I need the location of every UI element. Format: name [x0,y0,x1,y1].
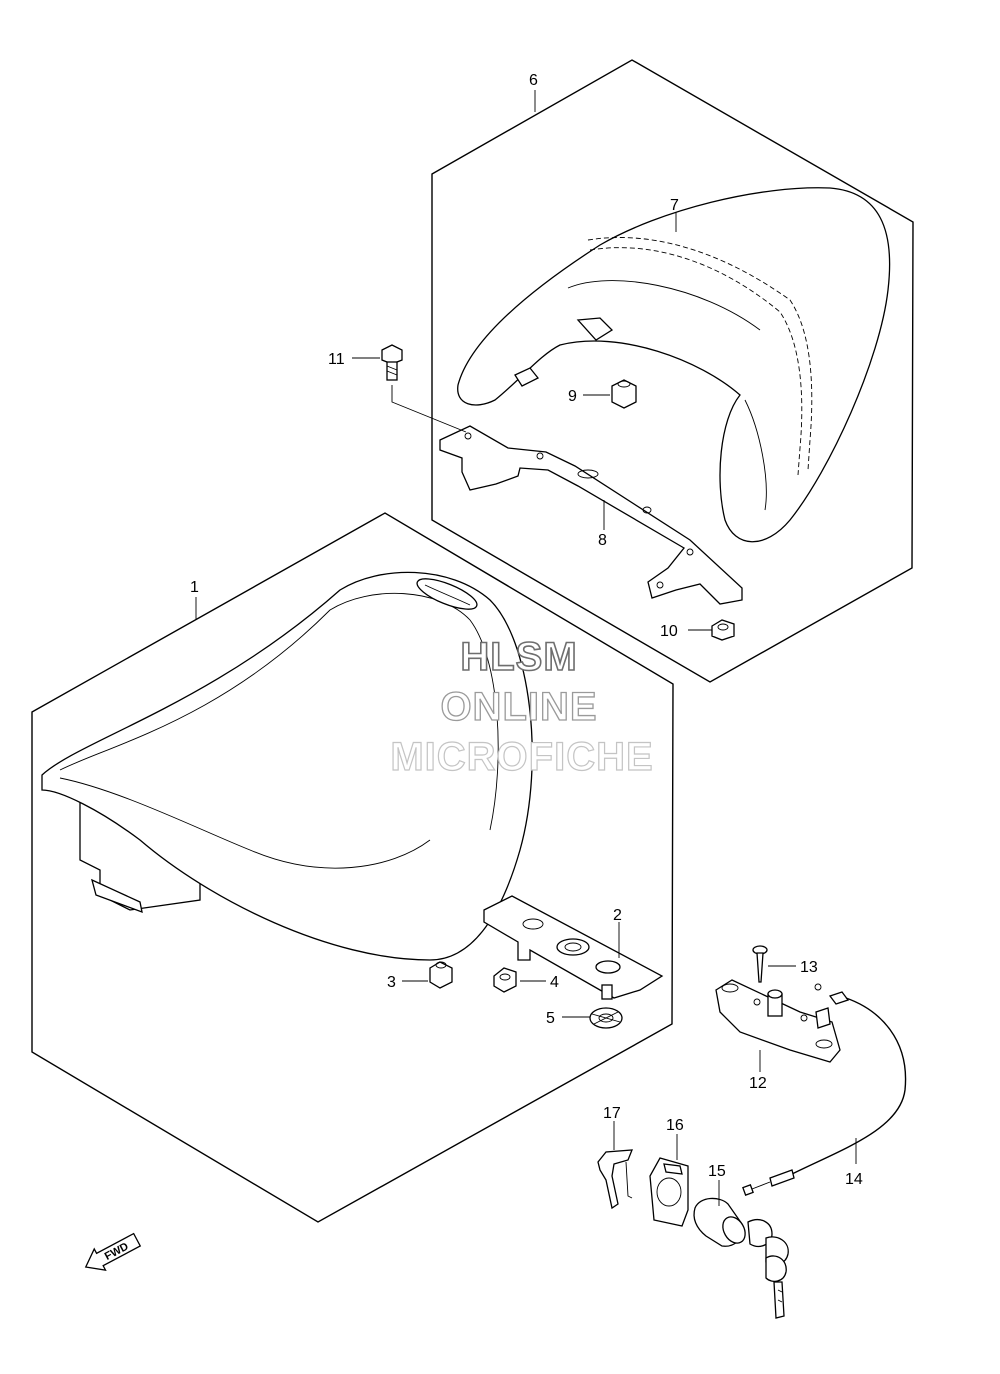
watermark: HLSM ONLINE MICROFICHE [390,634,654,779]
watermark-line2: ONLINE [440,685,597,729]
callout-10: 10 [660,623,678,640]
callout-1: 1 [190,579,199,596]
cushion-3-illustration [429,961,453,989]
callout-8: 8 [598,532,607,549]
watermark-line1: HLSM [460,635,577,679]
bolt-11-illustration [381,344,467,433]
front-seat-illustration [41,571,533,961]
fwd-arrow: FWD [84,1232,142,1271]
screw-13-illustration [752,945,768,983]
nut-10-illustration [711,619,735,641]
callout-11: 11 [328,351,345,368]
callout-15: 15 [708,1163,726,1180]
callout-14: 14 [845,1171,863,1188]
callout-2: 2 [613,907,622,924]
leader-lines [195,90,857,1206]
callout-4: 4 [550,974,559,991]
pillion-seat-illustration [457,187,891,543]
pillion-bracket-illustration [439,425,743,605]
callout-3: 3 [387,974,396,991]
cable-14-illustration [742,983,907,1196]
clip-17-illustration [597,1149,633,1210]
seat-lock-illustration [715,979,841,1063]
callout-13: 13 [800,959,818,976]
plate-16-illustration [649,1157,689,1227]
cushion-9-illustration [611,379,637,409]
callout-7: 7 [670,197,679,214]
front-seat-group-box [31,512,674,1223]
callout-17: 17 [603,1105,621,1122]
key-cylinder-illustration [693,1197,789,1319]
seat-bracket-illustration [483,895,664,1000]
callout-6: 6 [529,72,538,89]
callout-12: 12 [749,1075,767,1092]
callout-5: 5 [546,1010,555,1027]
washer-5-illustration [589,1007,623,1029]
fwd-label: FWD [103,1240,131,1262]
callout-9: 9 [568,388,577,405]
callout-16: 16 [666,1117,684,1134]
pillion-seat-group-box [431,59,914,683]
watermark-line3: MICROFICHE [390,735,653,779]
nut-4-illustration [493,967,517,993]
